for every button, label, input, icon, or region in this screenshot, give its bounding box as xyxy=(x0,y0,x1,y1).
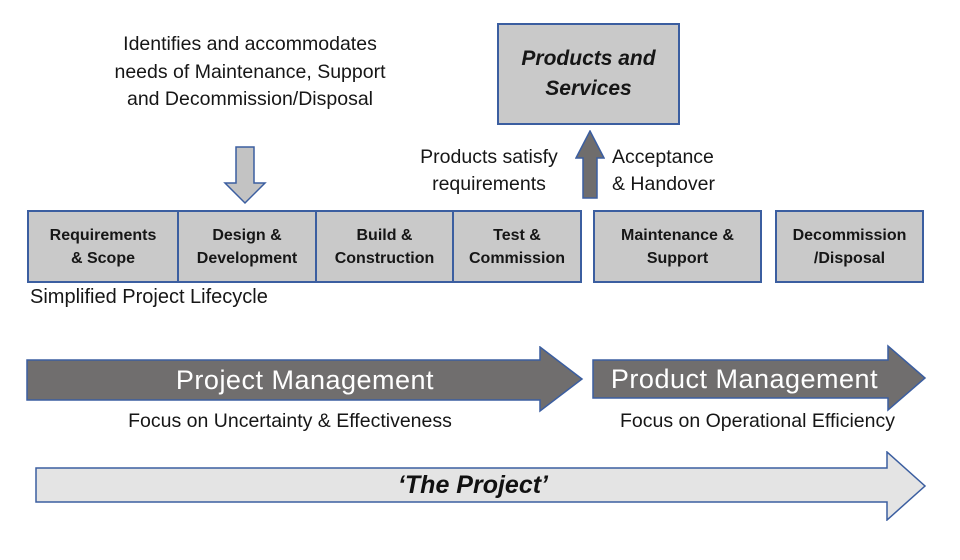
the-project-label: ‘The Project’ xyxy=(397,470,549,499)
stage-requirements-scope: Requirements & Scope xyxy=(49,226,157,267)
products-satisfy-label: Products satisfy requirements xyxy=(420,146,558,195)
down-arrow-icon xyxy=(223,146,267,205)
product-management-arrow xyxy=(592,344,927,412)
acceptance-handover-label: Acceptance & Handover xyxy=(612,146,715,195)
stage-design-development: Design & Development xyxy=(177,212,315,281)
stage-build-construction: Build & Construction xyxy=(315,212,452,281)
the-project-arrow xyxy=(35,451,927,521)
products-services-box: Products and Services xyxy=(497,23,680,125)
lifecycle-stage-strip: Requirements & Scope Design & Developmen… xyxy=(27,210,582,283)
focus-uncertainty-label: Focus on Uncertainty & Effectiveness xyxy=(128,410,452,432)
lifecycle-caption: Simplified Project Lifecycle xyxy=(30,286,268,308)
product-management-label: Product Management xyxy=(610,363,879,394)
up-arrow-icon xyxy=(575,130,605,199)
stage-maintenance-support: Maintenance & Support xyxy=(593,210,762,283)
project-management-arrow xyxy=(26,346,584,413)
maintenance-needs-note: Identifies and accommodates needs of Mai… xyxy=(114,33,386,110)
project-management-label: Project Management xyxy=(175,364,435,395)
stage-test-commission: Test & Commission xyxy=(452,212,580,281)
stage-decommission-disposal: Decommission /Disposal xyxy=(775,210,924,283)
focus-efficiency-label: Focus on Operational Efficiency xyxy=(620,410,895,432)
